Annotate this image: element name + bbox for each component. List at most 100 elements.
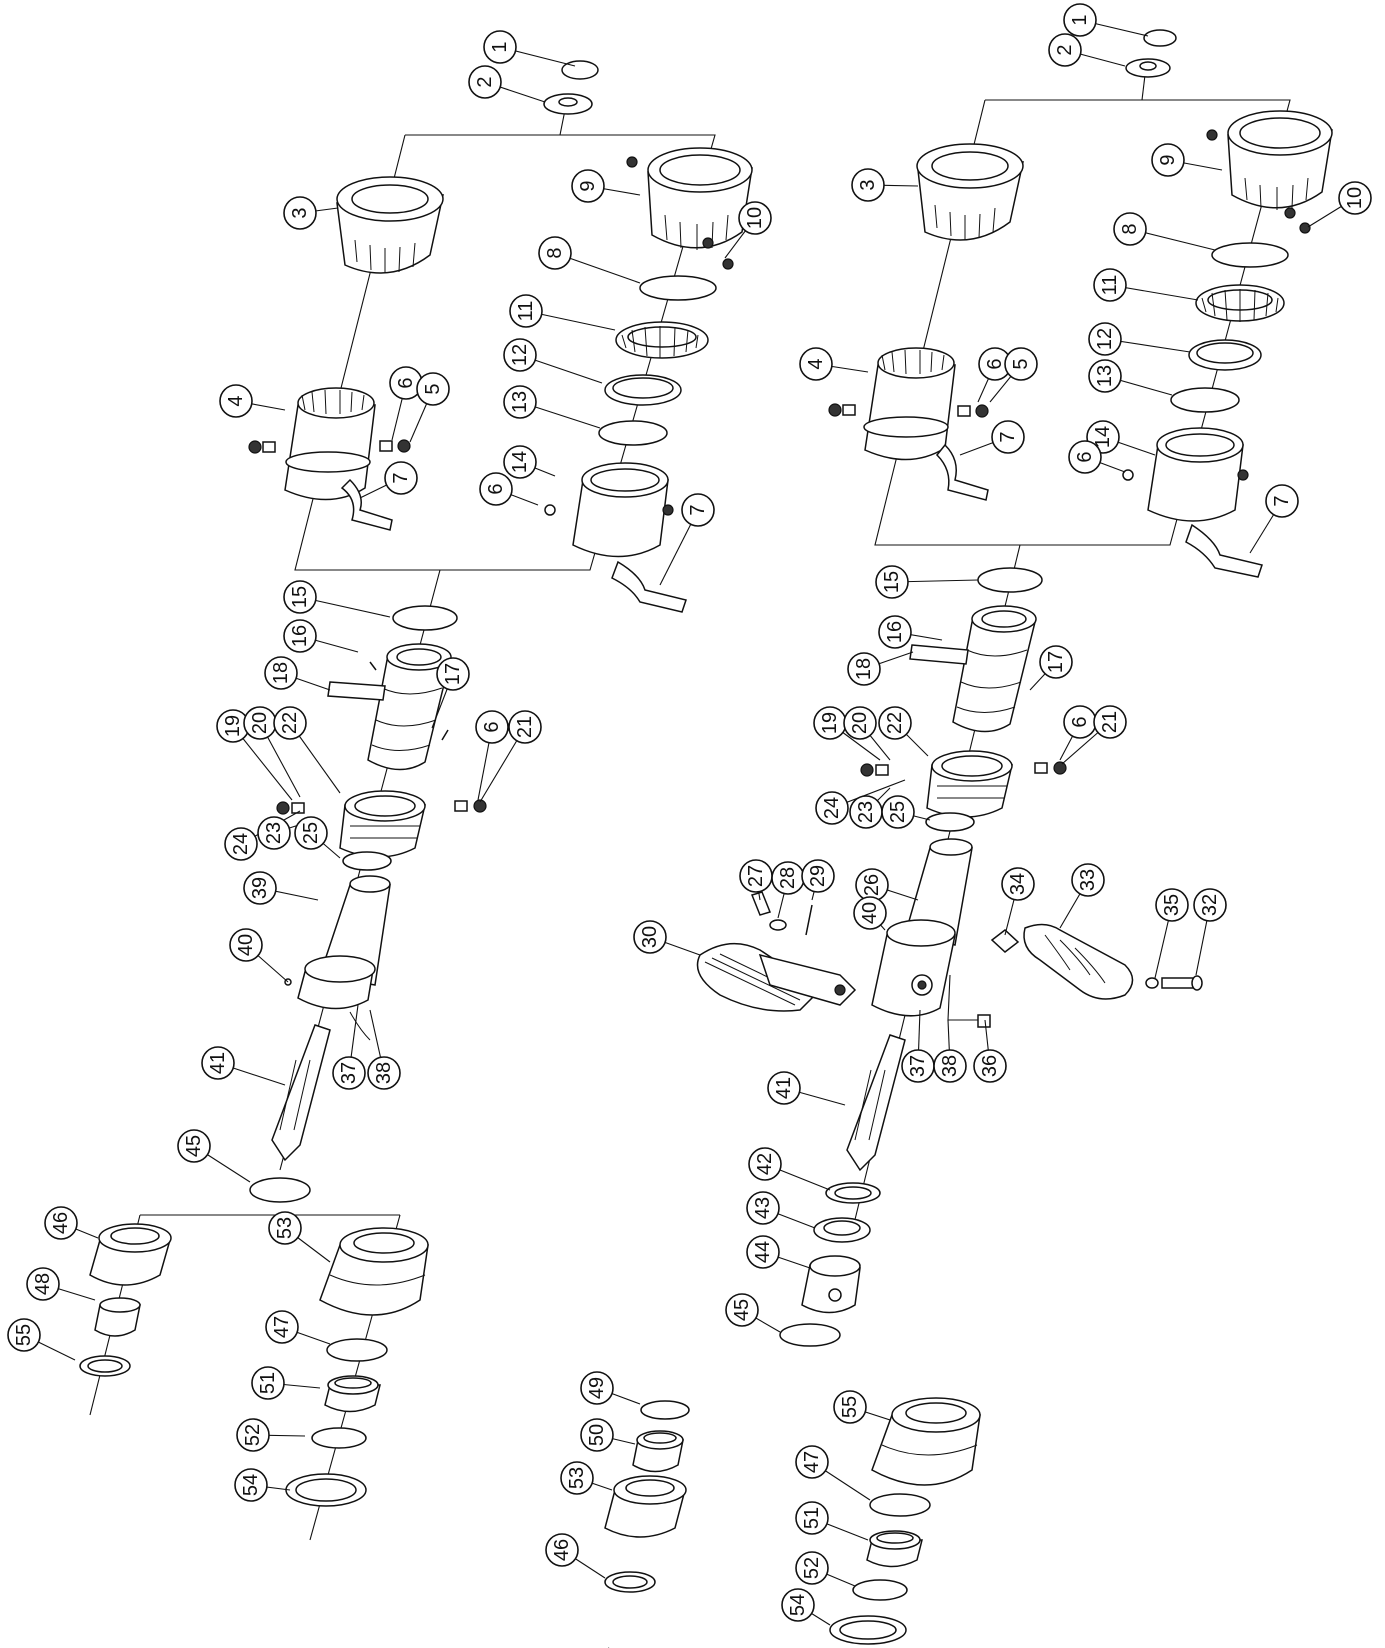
right-callout-circle <box>881 795 915 829</box>
left-callout-39: 39 <box>243 871 277 905</box>
left-callout-47: 47 <box>265 1310 299 1344</box>
right-callout-number: 35 <box>1161 894 1183 916</box>
right-callout-circle <box>1093 268 1127 302</box>
left-callout-number: 25 <box>300 822 322 844</box>
left-callout-number: 51 <box>257 1372 279 1394</box>
right-part-15-o-ring <box>977 567 1043 593</box>
right-callout-36: 36 <box>973 1049 1007 1083</box>
right-callout-circle <box>1039 645 1073 679</box>
left-callout-number: 2 <box>474 76 496 87</box>
left-part-53-large-coupling <box>319 1227 429 1316</box>
left-part-25-o-ring <box>342 851 392 871</box>
left-callout-number: 38 <box>373 1062 395 1084</box>
left-callout-circle <box>273 706 307 740</box>
right-callout-circle <box>795 1551 829 1585</box>
right-callout-circle <box>1088 322 1122 356</box>
left-callout-circle <box>468 65 502 99</box>
right-part-9-bezel <box>1206 110 1333 210</box>
right-part-35-washer <box>1145 977 1159 989</box>
right-callout-number: 29 <box>807 865 829 887</box>
left-callout-number: 41 <box>207 1052 229 1074</box>
left-callout-17: 17 <box>436 657 470 691</box>
left-part-47-ring <box>79 1355 131 1377</box>
right-part-45-o-ring <box>779 1323 841 1347</box>
right-callout-24: 24 <box>815 791 849 825</box>
right-callout-number: 43 <box>752 1197 774 1219</box>
right-callout-circle <box>560 1461 594 1495</box>
right-part-36-plug <box>947 974 991 1028</box>
right-callout-47: 47 <box>795 1445 829 1479</box>
right-callout-number: 53 <box>566 1467 588 1489</box>
left-callout-number: 14 <box>509 451 531 473</box>
left-callout-number: 5 <box>422 383 444 394</box>
left-callout-1: 1 <box>483 30 517 64</box>
right-callout-number: 13 <box>1094 365 1116 387</box>
right-callout-circle <box>1155 888 1189 922</box>
left-callout-53: 53 <box>268 1211 302 1245</box>
right-part-7-tape-b <box>935 443 989 501</box>
left-callout-number: 53 <box>274 1217 296 1239</box>
left-callout-circle <box>503 445 537 479</box>
left-callout-21: 21 <box>508 710 542 744</box>
left-callout-circle <box>177 1129 211 1163</box>
right-callout-28: 28 <box>771 861 805 895</box>
right-callout-7: 7 <box>1265 484 1299 518</box>
right-callout-circle <box>1088 359 1122 393</box>
right-callout-number: 40 <box>859 902 881 924</box>
right-part-2-disk <box>1125 58 1171 78</box>
left-part-11-detent-ring <box>615 321 709 359</box>
right-callout-circle <box>1004 347 1038 381</box>
left-part-18-tape <box>327 681 386 701</box>
left-callout-circle <box>251 1366 285 1400</box>
right-callout-number: 2 <box>1054 44 1076 55</box>
right-callout-43: 43 <box>746 1191 780 1225</box>
right-callout-1: 1 <box>1063 3 1097 37</box>
right-callout-circle <box>851 168 885 202</box>
right-callout-2: 2 <box>1048 33 1082 67</box>
right-part-43-seat <box>813 1217 871 1243</box>
left-callout-number: 54 <box>240 1474 262 1496</box>
right-callout-number: 55 <box>839 1396 861 1418</box>
left-part-7-tape-b <box>340 478 393 531</box>
left-callout-number: 46 <box>50 1212 72 1234</box>
right-callout-46: 46 <box>545 1533 579 1567</box>
right-callout-19: 19 <box>813 706 847 740</box>
right-callout-circle <box>1151 143 1185 177</box>
right-part-32-bolt <box>1161 975 1203 991</box>
left-callout-circle <box>538 236 572 270</box>
right-callout-circle <box>853 896 887 930</box>
left-part-13-o-ring <box>598 420 668 446</box>
left-callout-5: 5 <box>416 372 450 406</box>
left-callout-number: 4 <box>225 395 247 406</box>
left-callout-8: 8 <box>538 236 572 270</box>
right-callout-number: 12 <box>1094 328 1116 350</box>
left-part-48-sleeve <box>94 1297 141 1337</box>
left-callout-circle <box>503 385 537 419</box>
right-callout-number: 24 <box>821 797 843 819</box>
right-callout-number: 54 <box>787 1594 809 1616</box>
right-callout-6: 6 <box>1063 705 1097 739</box>
right-callout-number: 1 <box>1069 14 1091 25</box>
left-callout-number: 23 <box>263 822 285 844</box>
right-callout-number: 7 <box>997 431 1019 442</box>
right-part-16-barrel <box>952 605 1037 733</box>
right-part-33-grip <box>1023 923 1134 1000</box>
right-callout-3: 3 <box>851 168 885 202</box>
right-part-47-ring <box>604 1571 656 1593</box>
left-callout-circle <box>681 493 715 527</box>
right-callout-26: 26 <box>855 868 889 902</box>
right-callout-circle <box>1265 484 1299 518</box>
right-callout-22: 22 <box>878 706 912 740</box>
left-callout-circle <box>243 871 277 905</box>
left-callout-circle <box>234 1468 268 1502</box>
left-part-55-o-ring <box>326 1338 388 1362</box>
left-part-46-coupling <box>89 1223 172 1286</box>
right-callout-circle <box>833 1390 867 1424</box>
left-callout-circle <box>479 472 513 506</box>
left-callout-number: 11 <box>515 301 537 322</box>
left-callout-20: 20 <box>243 706 277 740</box>
left-callout-number: 24 <box>230 833 252 855</box>
right-callout-number: 5 <box>1010 358 1032 369</box>
right-callout-circle <box>746 1235 780 1269</box>
right-callout-29: 29 <box>801 859 835 893</box>
